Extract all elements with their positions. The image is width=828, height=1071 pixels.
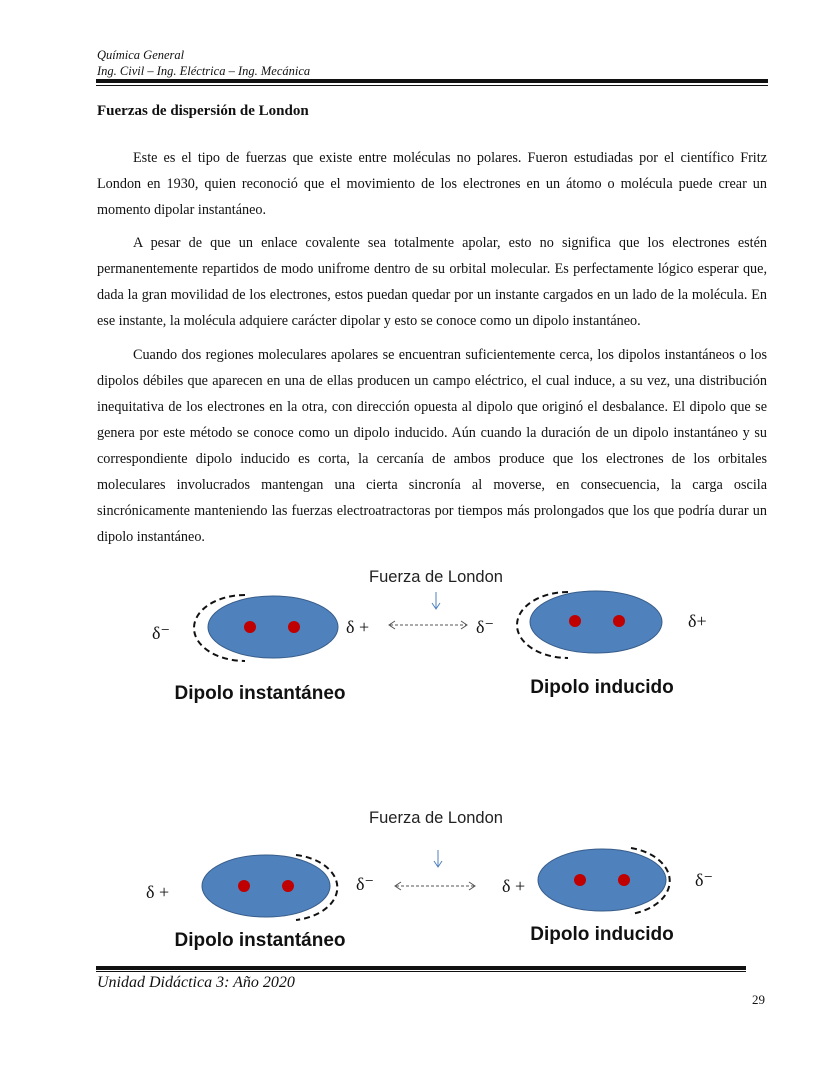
molecule-instant-1 bbox=[193, 594, 339, 662]
charge-label: δ + bbox=[346, 617, 369, 637]
footer-rule bbox=[96, 966, 746, 970]
charge-label: δ⁻ bbox=[476, 617, 494, 637]
header-rule-thin bbox=[96, 85, 768, 86]
label-induced-dipole: Dipolo inducido bbox=[530, 924, 674, 945]
charge-label: δ + bbox=[502, 876, 525, 896]
molecule-induced-1 bbox=[516, 590, 663, 659]
double-arrow-icon bbox=[394, 881, 476, 891]
label-instant-dipole: Dipolo instantáneo bbox=[175, 683, 346, 704]
double-arrow-icon bbox=[388, 620, 468, 630]
page-number: 29 bbox=[752, 992, 765, 1007]
charge-label: δ⁻ bbox=[356, 874, 374, 894]
paragraph-1: Este es el tipo de fuerzas que existe en… bbox=[97, 150, 767, 218]
down-arrow-icon bbox=[431, 592, 441, 610]
electron-dot bbox=[282, 880, 294, 892]
footer-unit: Unidad Didáctica 3: Año 2020 bbox=[97, 974, 295, 991]
header-course: Química General bbox=[97, 48, 185, 62]
force-label-1: Fuerza de London bbox=[369, 568, 503, 586]
molecule-body bbox=[207, 595, 339, 659]
paragraph-2: A pesar de que un enlace covalente sea t… bbox=[97, 235, 767, 329]
paragraph-3: Cuando dos regiones moleculares apolares… bbox=[97, 347, 767, 545]
charge-label: δ⁻ bbox=[152, 623, 170, 643]
molecule-body bbox=[529, 590, 663, 654]
charge-label: δ⁻ bbox=[695, 870, 713, 890]
electron-dot bbox=[288, 621, 300, 633]
electron-dot bbox=[613, 615, 625, 627]
electron-dot bbox=[574, 874, 586, 886]
molecule-body bbox=[537, 848, 667, 912]
electron-cloud-outline bbox=[295, 854, 339, 921]
force-label-2: Fuerza de London bbox=[369, 809, 503, 827]
section-title: Fuerzas de dispersión de London bbox=[97, 103, 309, 119]
molecule-instant-2 bbox=[201, 854, 339, 921]
electron-dot bbox=[618, 874, 630, 886]
header-careers: Ing. Civil – Ing. Eléctrica – Ing. Mecán… bbox=[97, 64, 311, 78]
diagram-2: Fuerza de London δ + δ⁻ δ + δ⁻ Dipolo in… bbox=[146, 809, 713, 951]
electron-dot bbox=[238, 880, 250, 892]
charge-label: δ+ bbox=[688, 611, 707, 631]
electron-cloud-outline bbox=[193, 594, 246, 662]
electron-cloud-outline bbox=[516, 591, 569, 659]
diagram-1: Fuerza de London δ⁻ δ + δ⁻ δ+ Dipolo ins bbox=[152, 568, 707, 704]
label-instant-dipole: Dipolo instantáneo bbox=[175, 930, 346, 951]
charge-label: δ + bbox=[146, 882, 169, 902]
molecule-body bbox=[201, 854, 331, 918]
molecule-induced-2 bbox=[537, 847, 671, 915]
down-arrow-icon bbox=[433, 850, 443, 868]
electron-dot bbox=[244, 621, 256, 633]
footer-rule-thin bbox=[96, 971, 746, 972]
electron-dot bbox=[569, 615, 581, 627]
label-induced-dipole: Dipolo inducido bbox=[530, 677, 674, 698]
electron-cloud-outline bbox=[630, 847, 671, 915]
header-rule bbox=[96, 79, 768, 83]
